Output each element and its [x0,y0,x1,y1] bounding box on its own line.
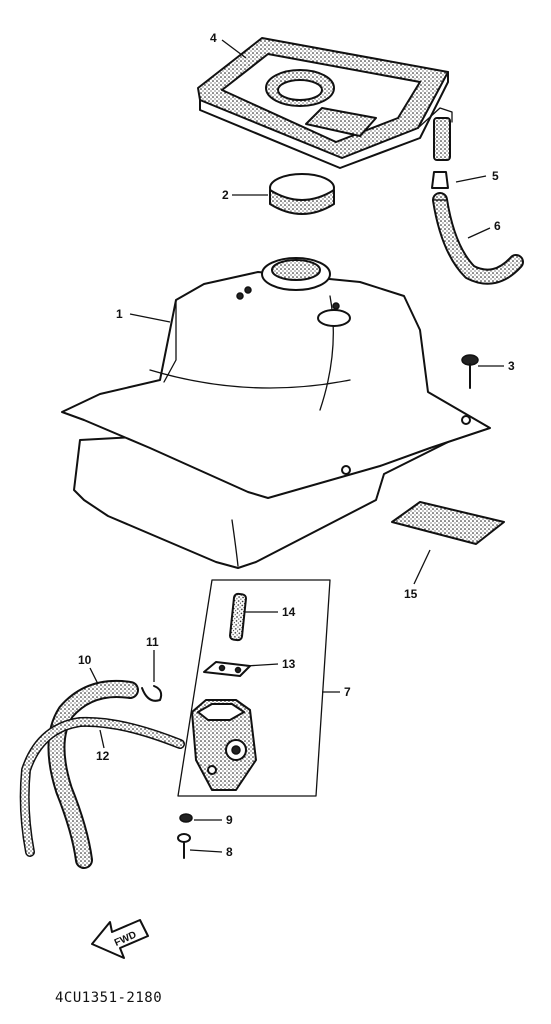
strainer-part [229,592,247,642]
gasket-part [203,661,251,677]
callout-labels: 4 2 5 6 1 3 15 14 11 13 10 7 12 9 8 [78,31,515,859]
clip-part [141,685,163,702]
fuel-cock-group-box [177,579,331,797]
washer-part [179,813,193,823]
callout-5: 5 [492,169,499,183]
callout-1: 1 [116,307,123,321]
document-code: 4CU1351-2180 [55,990,163,1006]
callout-7: 7 [344,685,351,699]
bolt-part [461,354,479,389]
callout-2: 2 [222,188,229,202]
callout-6: 6 [494,219,501,233]
fitting-part [431,171,449,189]
callout-14: 14 [282,605,296,619]
callout-9: 9 [226,813,233,827]
callout-13: 13 [282,657,296,671]
callout-10: 10 [78,653,92,667]
fuel-cock-body [191,699,257,791]
pad-part [391,501,505,545]
callout-15: 15 [404,587,418,601]
callout-4: 4 [210,31,217,45]
callout-11: 11 [146,635,159,649]
leader-lines [89,39,504,853]
callout-12: 12 [96,749,110,763]
callout-8: 8 [226,845,233,859]
filler-cap-part [269,173,335,215]
callout-3: 3 [508,359,515,373]
screw-part [177,833,191,859]
breather-hose-part [432,192,524,285]
forward-direction-arrow: FWD [91,919,149,959]
tank-cover-part [197,37,453,169]
vacuum-hose-part [19,716,185,857]
fuel-tank-part [61,257,491,569]
fuel-hose-part [47,680,139,869]
